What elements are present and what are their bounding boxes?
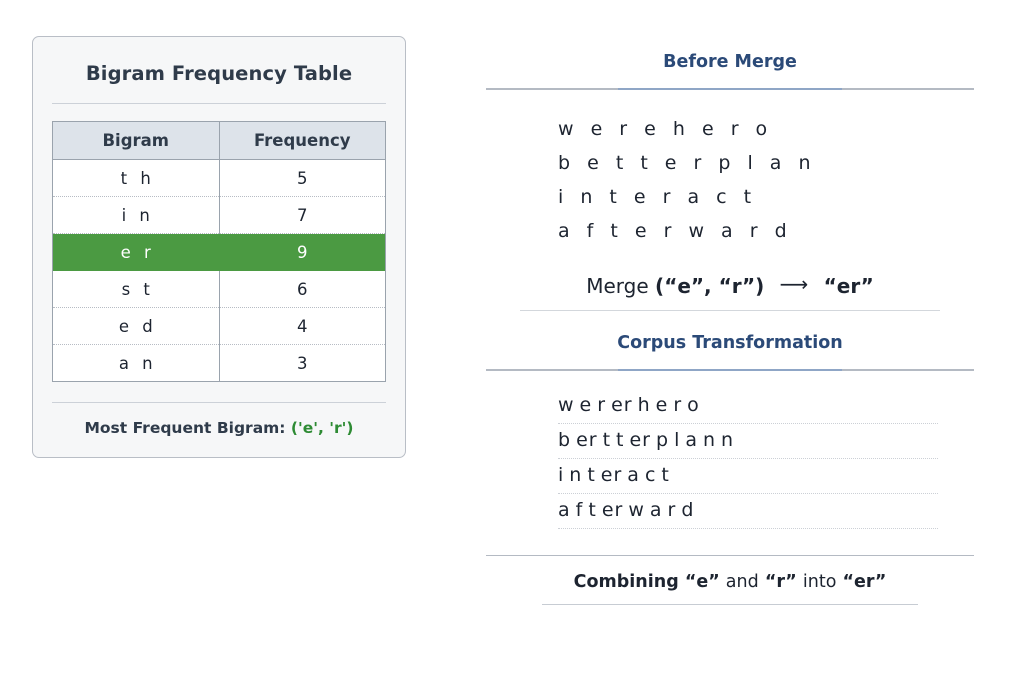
cell-frequency: 6 [219,270,386,308]
cell-bigram: i n [52,196,220,234]
merge-result-token: “er” [823,274,874,298]
cell-bigram: s t [52,270,220,308]
before-merge-heading: Before Merge [663,52,797,72]
token: c [644,464,657,486]
caption-quote-e: “e” [684,572,720,592]
corpus-transformation-divider [486,369,974,371]
bottom-caption-divider [542,604,918,605]
token: n [721,429,735,451]
token: p [656,429,670,451]
table-row[interactable]: i n 7 [52,196,386,234]
table-row[interactable]: a n 3 [52,344,386,382]
cell-bigram: t h [52,159,220,197]
token: w [628,499,645,521]
token: i [558,464,565,486]
table-row[interactable]: s t 6 [52,270,386,308]
token: r [597,394,607,416]
card-title: Bigram Frequency Table [85,62,353,85]
before-merge-corpus: w e r e h e r o b e t t e r p l a n i n … [486,112,974,248]
token: er [600,464,623,486]
cell-frequency: 5 [219,159,386,197]
token: l [674,429,681,451]
token: d [681,499,695,521]
merge-label: Merge [586,274,649,298]
token: e [579,394,593,416]
most-frequent-value: ('e', 'r') [290,419,354,437]
caption-quote-er: “er” [842,572,887,592]
corpus-transformation-heading: Corpus Transformation [617,333,843,353]
token: a [685,429,698,451]
token: e [655,394,669,416]
corpus-line: w e r e h e r o [558,118,773,140]
token: er [601,499,624,521]
token: w [558,394,575,416]
cell-frequency: 9 [219,233,386,271]
bigram-frequency-table: Bigram Frequency t h 5 i n 7 e r 9 s t 6 [52,121,386,382]
token: a [627,464,640,486]
token: a [649,499,663,521]
card-title-divider [52,103,386,104]
before-merge-divider [486,88,974,90]
corpus-line: b e t t e r p l a n [558,152,817,174]
corpus-line: a f t e r w a r d [558,220,793,242]
card-footer-divider [52,402,386,403]
caption-conjunction: and [725,572,759,592]
merge-row-divider [520,310,940,311]
token: f [575,499,584,521]
token: n [569,464,583,486]
token: n [703,429,717,451]
table-row[interactable]: e d 4 [52,307,386,345]
token: r [667,499,677,521]
table-body: t h 5 i n 7 e r 9 s t 6 e d 4 a n 3 [52,159,386,382]
cell-bigram: e d [52,307,220,345]
token: er [576,429,598,451]
token: b [558,429,572,451]
cell-frequency: 7 [219,196,386,234]
token: r [673,394,683,416]
table-row-highlighted[interactable]: e r 9 [52,233,386,271]
most-frequent-label: Most Frequent Bigram: [84,419,286,437]
cell-bigram: a n [52,344,220,382]
column-header-bigram: Bigram [52,121,220,160]
cell-frequency: 4 [219,307,386,345]
bigram-frequency-card: Bigram Frequency Table Bigram Frequency … [32,36,406,458]
caption-quote-r: “r” [764,572,797,592]
cell-bigram: e r [52,233,220,271]
bottom-caption: Combining “e” and “r” into “er” [486,572,974,592]
token: a [558,499,571,521]
corpus-line: i n t e r a c t [558,186,757,208]
merge-illustration-panel: Before Merge w e r e h e r o b e t t e r… [486,52,974,605]
merge-pair: (“e”, “r”) [655,274,765,298]
caption-preposition: into [802,572,837,592]
token: t [602,429,612,451]
table-row[interactable]: t h 5 [52,159,386,197]
merge-rule-statement: Merge (“e”, “r”) ⟶ “er” [486,272,974,298]
token: t [588,499,597,521]
token: er [611,394,633,416]
arrow-right-icon: ⟶ [779,272,809,296]
most-frequent-bigram-footer: Most Frequent Bigram: ('e', 'r') [33,419,405,437]
table-header-row: Bigram Frequency [52,121,386,160]
column-header-frequency: Frequency [219,121,386,160]
caption-word-combining: Combining [573,572,679,592]
token: t [587,464,596,486]
cell-frequency: 3 [297,354,308,373]
token: o [687,394,700,416]
token: er [629,429,651,451]
token: h [637,394,651,416]
token: t [661,464,670,486]
token: t [616,429,625,451]
bottom-divider [486,555,974,556]
